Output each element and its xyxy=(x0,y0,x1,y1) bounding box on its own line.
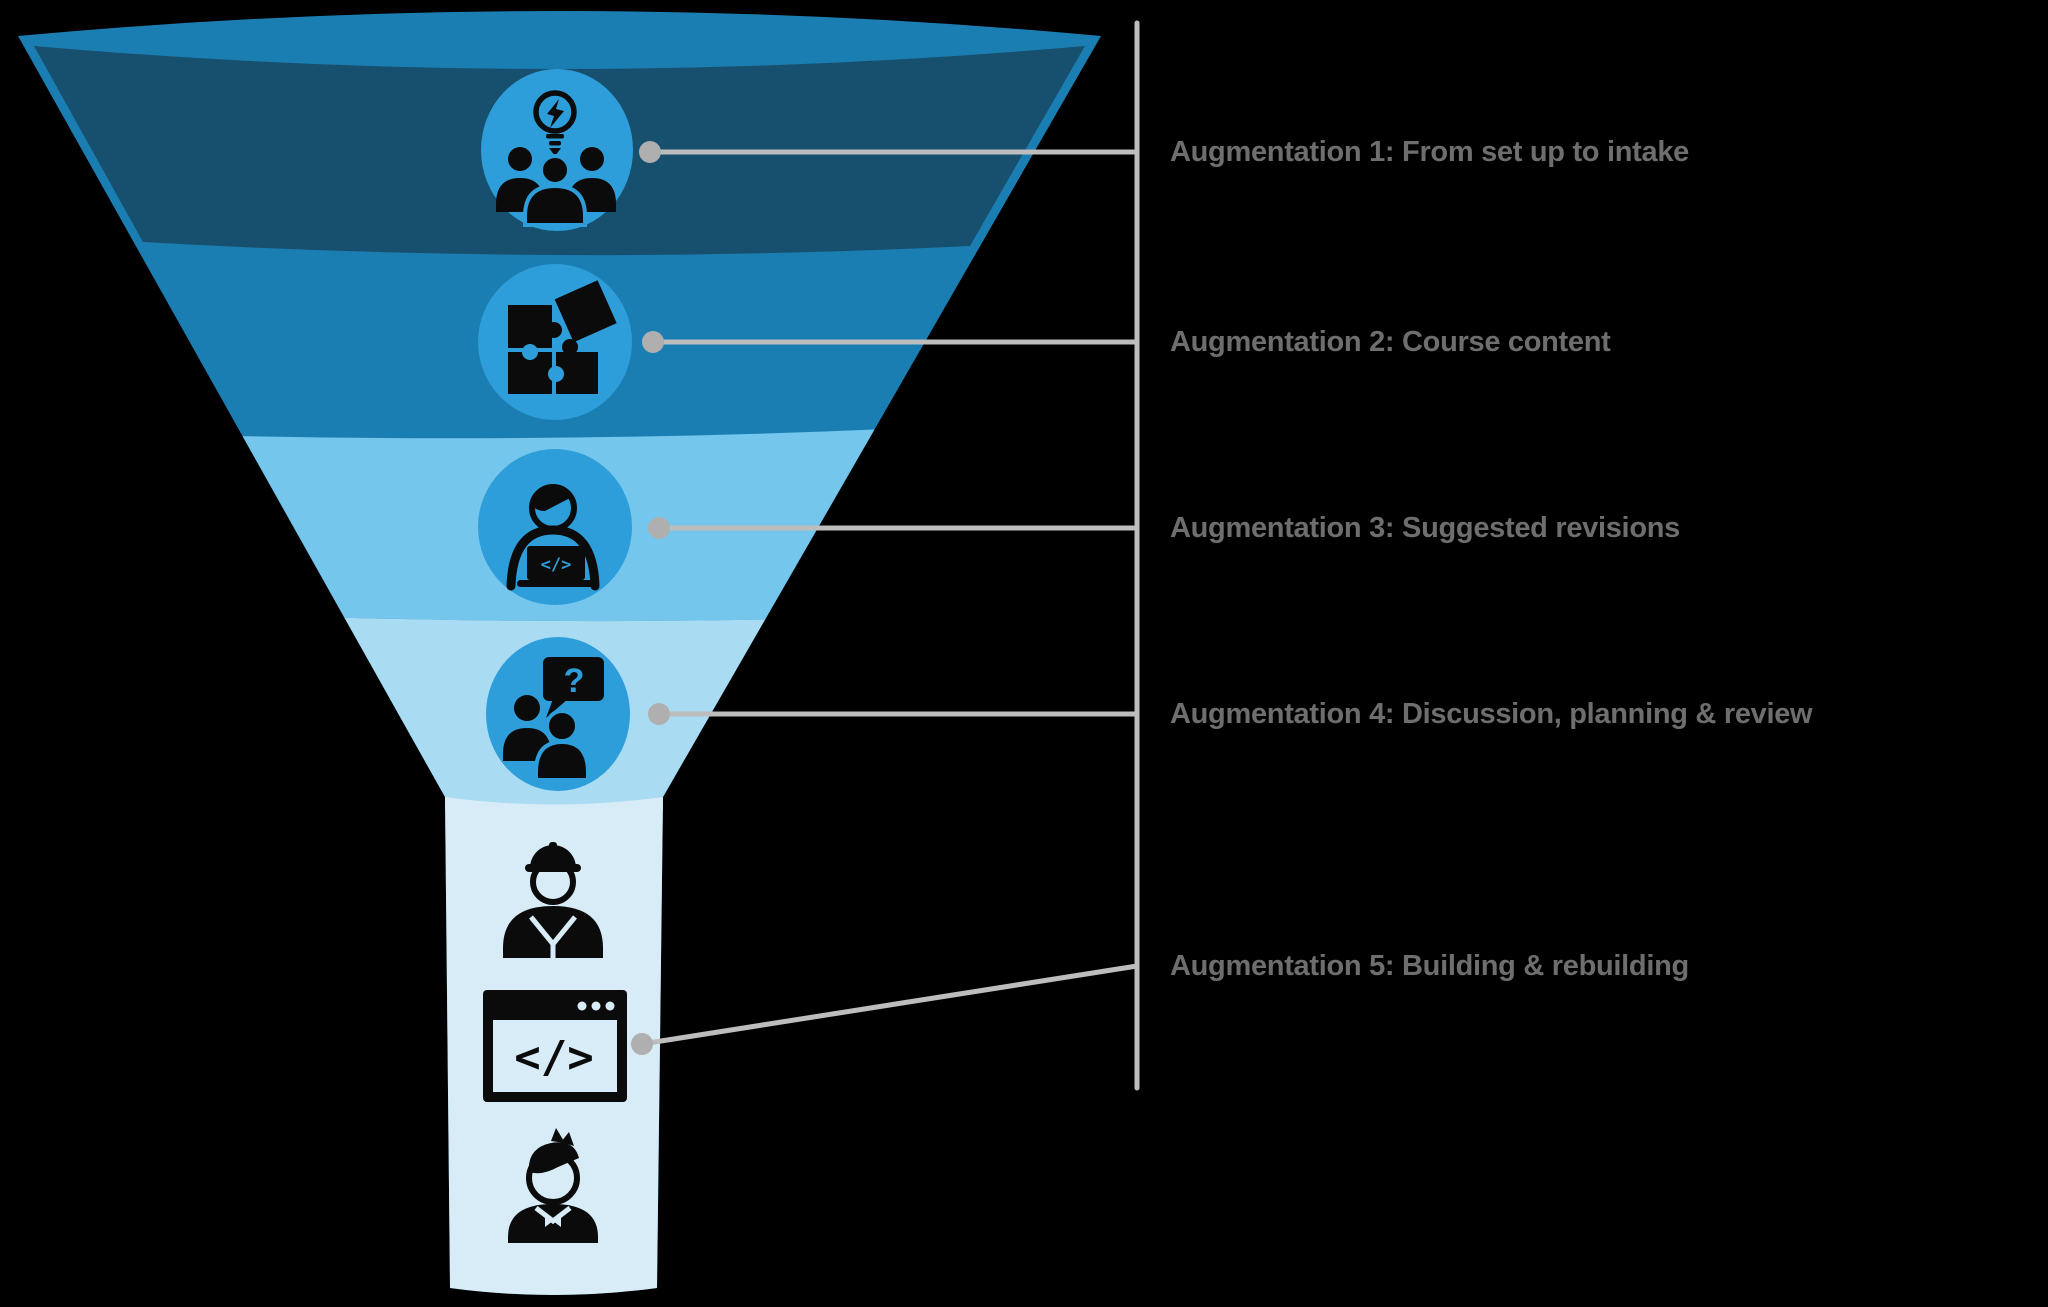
augmentation-3-label: Augmentation 3: Suggested revisions xyxy=(1170,512,1680,544)
level-2-icon-circle xyxy=(478,264,632,420)
connector-dot-3 xyxy=(648,517,670,539)
augmentation-2-label: Augmentation 2: Course content xyxy=(1170,326,1611,358)
discussion-question-icon: ? xyxy=(503,657,604,782)
svg-text:</>: </> xyxy=(514,1032,593,1083)
student-icon xyxy=(508,1128,598,1243)
augmentation-4-label: Augmentation 4: Discussion, planning & r… xyxy=(1170,698,1813,730)
developer-at-laptop-icon: </> xyxy=(506,484,600,591)
augmentation-1-label: Augmentation 1: From set up to intake xyxy=(1170,136,1689,168)
connector-dot-5 xyxy=(631,1033,653,1055)
svg-text:</>: </> xyxy=(541,555,572,575)
augmentation-5-label: Augmentation 5: Building & rebuilding xyxy=(1170,950,1689,982)
connector-line-5 xyxy=(639,963,1140,1047)
construction-worker-icon xyxy=(503,842,603,958)
team-brainstorm-icon xyxy=(496,90,616,227)
code-window-icon: </> xyxy=(483,990,627,1102)
puzzle-pieces-icon xyxy=(508,280,617,394)
svg-text:?: ? xyxy=(564,662,585,700)
connector-dot-4 xyxy=(648,703,670,725)
connector-dot-1 xyxy=(639,141,661,163)
connector-dot-2 xyxy=(642,331,664,353)
